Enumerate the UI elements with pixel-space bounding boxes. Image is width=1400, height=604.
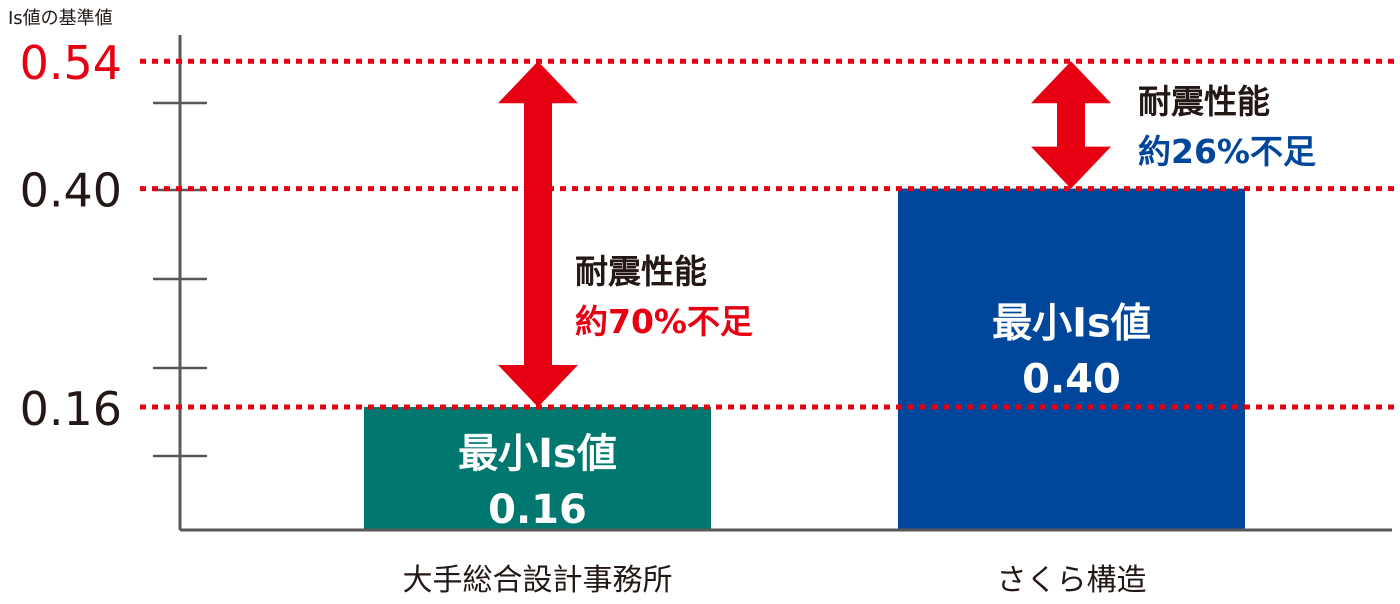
category-label: さくら構造 xyxy=(997,563,1147,598)
reference-label: 0.54 xyxy=(20,36,122,90)
reference-label: 0.16 xyxy=(20,382,122,436)
bar-label-title: 最小Is値 xyxy=(458,431,617,477)
bar-label-value: 0.16 xyxy=(488,487,587,533)
annotation-shortfall: 約70%不足 xyxy=(575,302,753,341)
bar-label-title: 最小Is値 xyxy=(992,301,1151,347)
y-axis-title: Is値の基準値 xyxy=(8,8,113,29)
reference-label: 0.40 xyxy=(20,164,122,218)
annotation-title: 耐震性能 xyxy=(1138,82,1270,121)
bar-label-value: 0.40 xyxy=(1022,357,1121,403)
annotation-title: 耐震性能 xyxy=(575,252,707,291)
double-arrow-icon xyxy=(498,61,578,407)
category-label: 大手総合設計事務所 xyxy=(403,563,673,598)
annotation-shortfall: 約26%不足 xyxy=(1138,132,1316,171)
bar-1 xyxy=(898,188,1245,530)
bar-0 xyxy=(364,407,711,530)
double-arrow-icon xyxy=(1031,61,1111,189)
